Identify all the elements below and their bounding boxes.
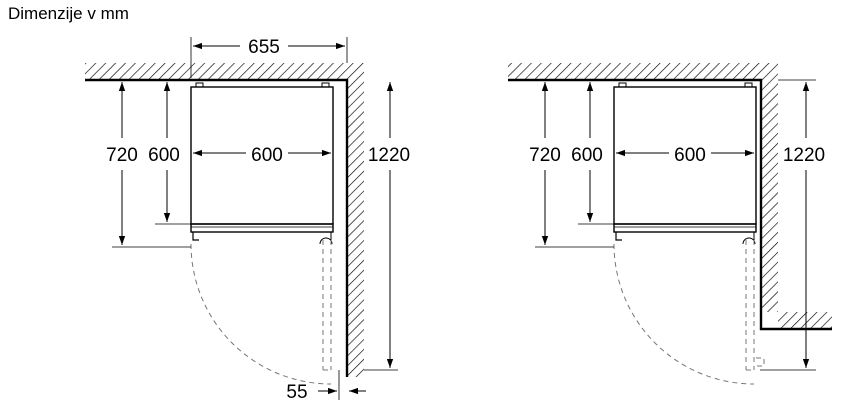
top-wall-hatch — [508, 63, 778, 80]
dim-label-600-depth: 600 — [571, 145, 603, 166]
appliance-body — [190, 82, 334, 245]
top-wall-hatch — [85, 63, 364, 80]
appliance-body — [613, 82, 757, 245]
dim-label-55: 55 — [286, 382, 307, 403]
dim-label-720: 720 — [529, 145, 561, 166]
right-diagram: 720 600 600 1220 — [508, 63, 832, 385]
page-title: Dimenzije v mm — [8, 4, 129, 23]
bottom-wall-hatch — [778, 312, 832, 329]
dim-label-1220: 1220 — [368, 145, 410, 166]
door-swing — [613, 240, 765, 385]
side-wall-hatch — [347, 80, 364, 377]
dimension-lines — [541, 82, 810, 368]
door-swing — [190, 240, 332, 385]
wall-outline — [85, 78, 349, 377]
dim-label-1220: 1220 — [783, 145, 825, 166]
wall-outline — [508, 78, 832, 331]
side-wall-hatch — [761, 80, 778, 312]
dim-label-600-width: 600 — [674, 145, 706, 166]
dim-label-720: 720 — [106, 145, 138, 166]
dim-label-600-width: 600 — [251, 145, 283, 166]
extension-lines — [112, 37, 398, 400]
dim-label-600-depth: 600 — [148, 145, 180, 166]
dimension-lines — [118, 42, 394, 395]
left-diagram: 655 720 600 600 1220 55 — [85, 37, 410, 403]
dim-label-655: 655 — [248, 37, 280, 58]
extension-lines — [535, 79, 816, 371]
